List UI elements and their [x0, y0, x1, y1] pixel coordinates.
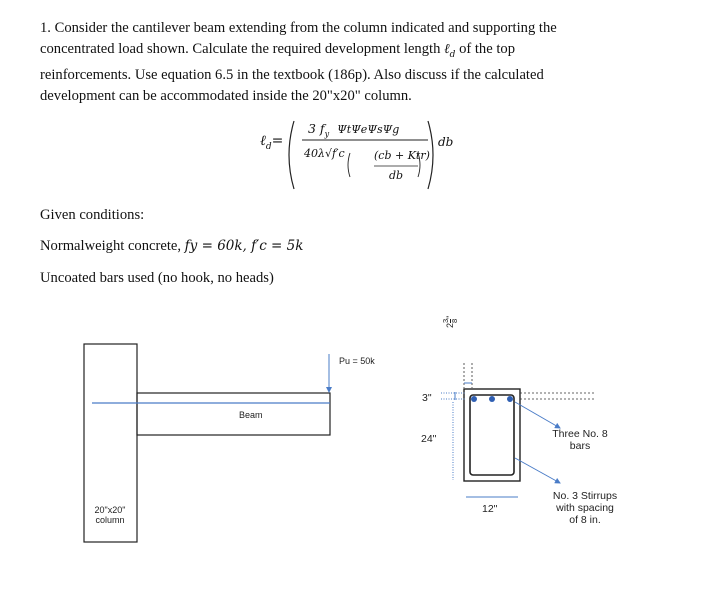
equation-multiplier: db	[438, 135, 454, 149]
equation-lhs: ℓd=	[260, 133, 284, 152]
problem-statement: 1. Consider the cantilever beam extendin…	[40, 18, 680, 106]
rebar-3	[507, 396, 513, 402]
top-cover-label: 3"	[422, 392, 432, 404]
equation-denominator: 40λ√f′c	[304, 147, 345, 160]
rebar-1	[471, 396, 477, 402]
stirrup-pointer	[514, 457, 561, 484]
equation-inner-numerator: (cb + Ktr)	[374, 149, 430, 162]
bars-note: Three No. 8 bars	[552, 428, 608, 452]
section-outline	[463, 388, 521, 482]
given-bars: Uncoated bars used (no hook, no heads)	[40, 270, 274, 286]
depth-label: 24"	[421, 433, 437, 445]
problem-line-2-text: concentrated load shown. Calculate the r…	[40, 40, 445, 57]
given-material-values: fy = 60k, f′c = 5k	[184, 238, 304, 254]
problem-line-2-end: of the top	[455, 40, 516, 57]
width-label: 12"	[482, 503, 498, 515]
stirrup-outline	[469, 394, 515, 476]
equation-brackets	[288, 120, 434, 190]
problem-line-1: 1. Consider the cantilever beam extendin…	[40, 20, 557, 36]
load-label: Pu = 50k	[339, 356, 375, 366]
ld-symbol: ℓ	[444, 40, 450, 57]
given-concrete: Normalweight concrete, fy = 60k, f′c = 5…	[40, 238, 304, 254]
given-heading: Given conditions:	[40, 207, 145, 223]
column-label: 20"x20" column	[94, 505, 126, 525]
problem-line-2: concentrated load shown. Calculate the r…	[40, 39, 680, 66]
ld-subscript: d	[449, 49, 456, 60]
beam-outline	[136, 392, 331, 436]
bars-pointer	[514, 401, 561, 429]
equation-inner-denominator: db	[389, 169, 404, 182]
problem-line-4: development can be accommodated inside t…	[40, 87, 412, 104]
beam-label: Beam	[239, 410, 263, 420]
problem-line-3: reinforcements. Use equation 6.5 in the …	[40, 67, 544, 84]
stirrup-note: No. 3 Stirrups with spacing of 8 in.	[552, 490, 618, 526]
rebar-2	[489, 396, 495, 402]
